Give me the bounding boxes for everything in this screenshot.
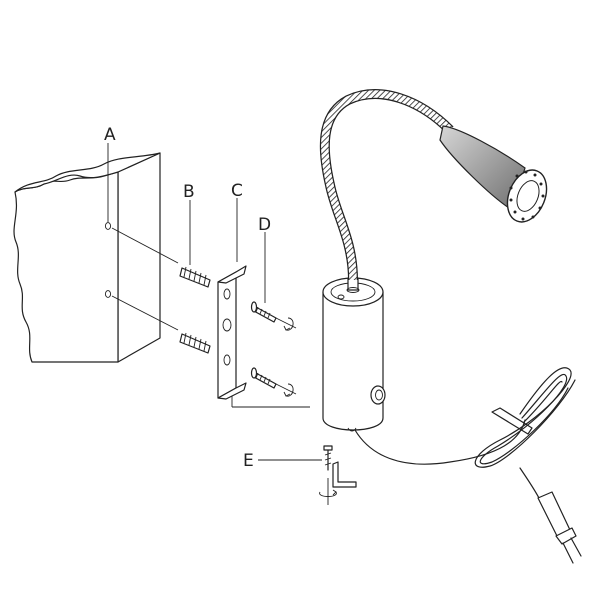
label-d: D — [258, 215, 271, 235]
power-cable — [354, 367, 576, 501]
lamp-body — [322, 277, 386, 432]
hex-key-icon — [332, 461, 357, 488]
label-a: A — [104, 125, 116, 145]
rotate-screwdriver-icon — [275, 317, 297, 331]
gooseneck-arm — [319, 89, 454, 281]
rotate-screwdriver-icon — [319, 478, 337, 505]
wall-plug-lower — [179, 332, 211, 354]
wall-hole-upper — [104, 222, 112, 230]
screw-lower — [250, 367, 277, 389]
screw-upper — [250, 301, 277, 323]
wall-hole-lower — [104, 290, 112, 298]
alignment-lines — [107, 143, 322, 461]
label-c: C — [231, 181, 243, 201]
mounting-bracket — [217, 265, 247, 400]
set-screw — [323, 445, 333, 471]
plug-icon — [537, 491, 582, 564]
label-e: E — [243, 451, 254, 471]
label-b: B — [183, 182, 195, 202]
rotate-screwdriver-icon — [275, 383, 297, 397]
lamp-head — [439, 125, 548, 223]
wall-plug-upper — [179, 266, 211, 288]
wall-block — [13, 152, 161, 363]
